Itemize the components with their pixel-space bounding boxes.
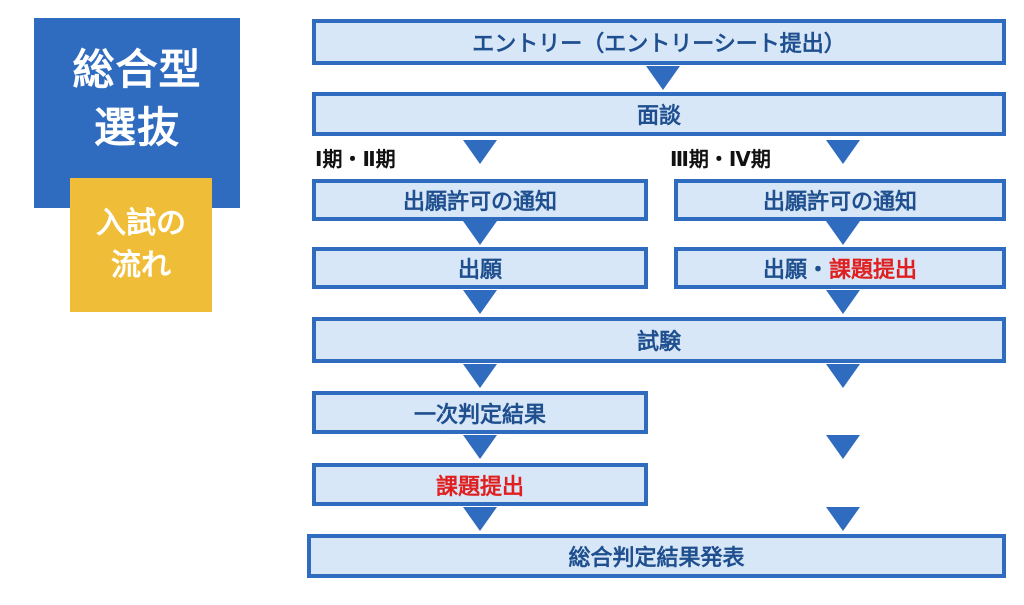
right-permission-step: 出願許可の通知 bbox=[674, 179, 1006, 221]
right-flow-arrow-2 bbox=[826, 435, 860, 459]
right-flow-arrow-1 bbox=[826, 364, 860, 388]
entry-step-label: エントリー（エントリーシート提出） bbox=[472, 32, 846, 57]
assignment-to-final-result-arrow bbox=[463, 507, 497, 531]
right-application-step: 出願・課題提出 bbox=[674, 247, 1006, 289]
exam-to-primary-result-arrow bbox=[463, 364, 497, 388]
right-application-to-exam-arrow bbox=[826, 290, 860, 314]
left-application-to-exam-arrow bbox=[463, 290, 497, 314]
assignment-label: 課題提出 bbox=[435, 474, 524, 500]
interview-step-label: 面談 bbox=[636, 104, 681, 129]
right-flow-arrow-3 bbox=[826, 507, 860, 531]
exam-step-label: 試験 bbox=[636, 330, 681, 355]
period-right-label: Ⅲ期・Ⅳ期 bbox=[670, 147, 771, 171]
interview-to-right-permission-arrow bbox=[826, 140, 860, 164]
right-permission-to-application-arrow bbox=[826, 221, 860, 245]
subtitle-line-1: 入試の bbox=[96, 206, 186, 241]
final-result-label: 総合判定結果発表 bbox=[568, 546, 745, 571]
period-left-label: Ⅰ期・Ⅱ期 bbox=[315, 147, 396, 171]
entry-to-interview-arrow bbox=[646, 66, 680, 90]
interview-to-left-permission-arrow bbox=[463, 140, 497, 164]
primary-result-label: 一次判定結果 bbox=[413, 402, 546, 428]
primary-result-to-assignment-arrow bbox=[463, 435, 497, 459]
title-line-2: 選抜 bbox=[93, 103, 180, 152]
subtitle-line-2: 流れ bbox=[111, 248, 171, 283]
left-permission-step: 出願許可の通知 bbox=[312, 179, 648, 221]
assignment-step: 課題提出 bbox=[312, 463, 648, 506]
title-line-1: 総合型 bbox=[72, 45, 202, 94]
left-application-label: 出願 bbox=[457, 258, 502, 283]
entry-step: エントリー（エントリーシート提出） bbox=[312, 19, 1006, 65]
final-result-step: 総合判定結果発表 bbox=[307, 534, 1006, 578]
exam-flow-subtitle-box: 入試の 流れ bbox=[70, 178, 212, 312]
right-permission-label: 出願許可の通知 bbox=[762, 190, 917, 215]
left-permission-to-application-arrow bbox=[463, 221, 497, 245]
left-permission-label: 出願許可の通知 bbox=[402, 190, 557, 215]
left-application-step: 出願 bbox=[312, 247, 648, 289]
right-application-highlight: 課題提出 bbox=[829, 258, 918, 283]
right-application-prefix: 出願・ bbox=[762, 258, 829, 283]
primary-result-step: 一次判定結果 bbox=[312, 391, 648, 434]
selection-title-box: 総合型 選抜 bbox=[34, 18, 240, 208]
exam-step: 試験 bbox=[312, 317, 1006, 363]
interview-step: 面談 bbox=[312, 92, 1006, 136]
